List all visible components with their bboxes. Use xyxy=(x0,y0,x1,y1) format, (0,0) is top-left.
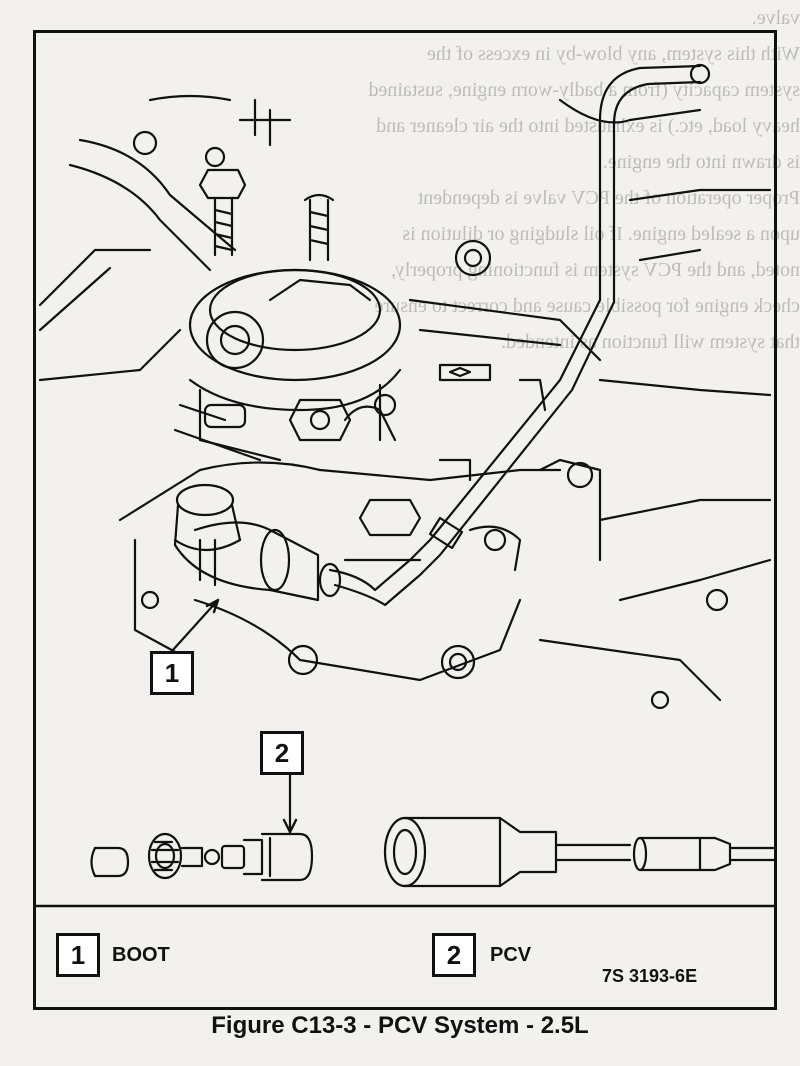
callout-leaders xyxy=(170,598,298,834)
throttle-body-studs xyxy=(198,168,335,262)
figure-code: 7S 3193-6E xyxy=(602,966,698,986)
legend-number-2: 2 xyxy=(432,933,476,977)
exploded-pcv-parts xyxy=(90,816,777,888)
throttle-body xyxy=(173,268,402,462)
figure-frame xyxy=(33,30,777,1010)
figure-caption: Figure C13-3 - PCV System - 2.5L xyxy=(211,1012,589,1039)
upper-left-bracket xyxy=(38,94,292,382)
callout-2-box: 2 xyxy=(260,731,304,775)
boot-pcv-assembly xyxy=(173,483,342,602)
pcv-tube xyxy=(328,63,711,607)
right-engine-area xyxy=(408,98,772,710)
legend-number-1: 1 xyxy=(56,933,100,977)
legend-label-boot: BOOT xyxy=(112,944,170,966)
legend-label-pcv: PCV xyxy=(490,944,532,966)
callout-1-box: 1 xyxy=(150,651,194,695)
intake-manifold xyxy=(118,363,562,682)
